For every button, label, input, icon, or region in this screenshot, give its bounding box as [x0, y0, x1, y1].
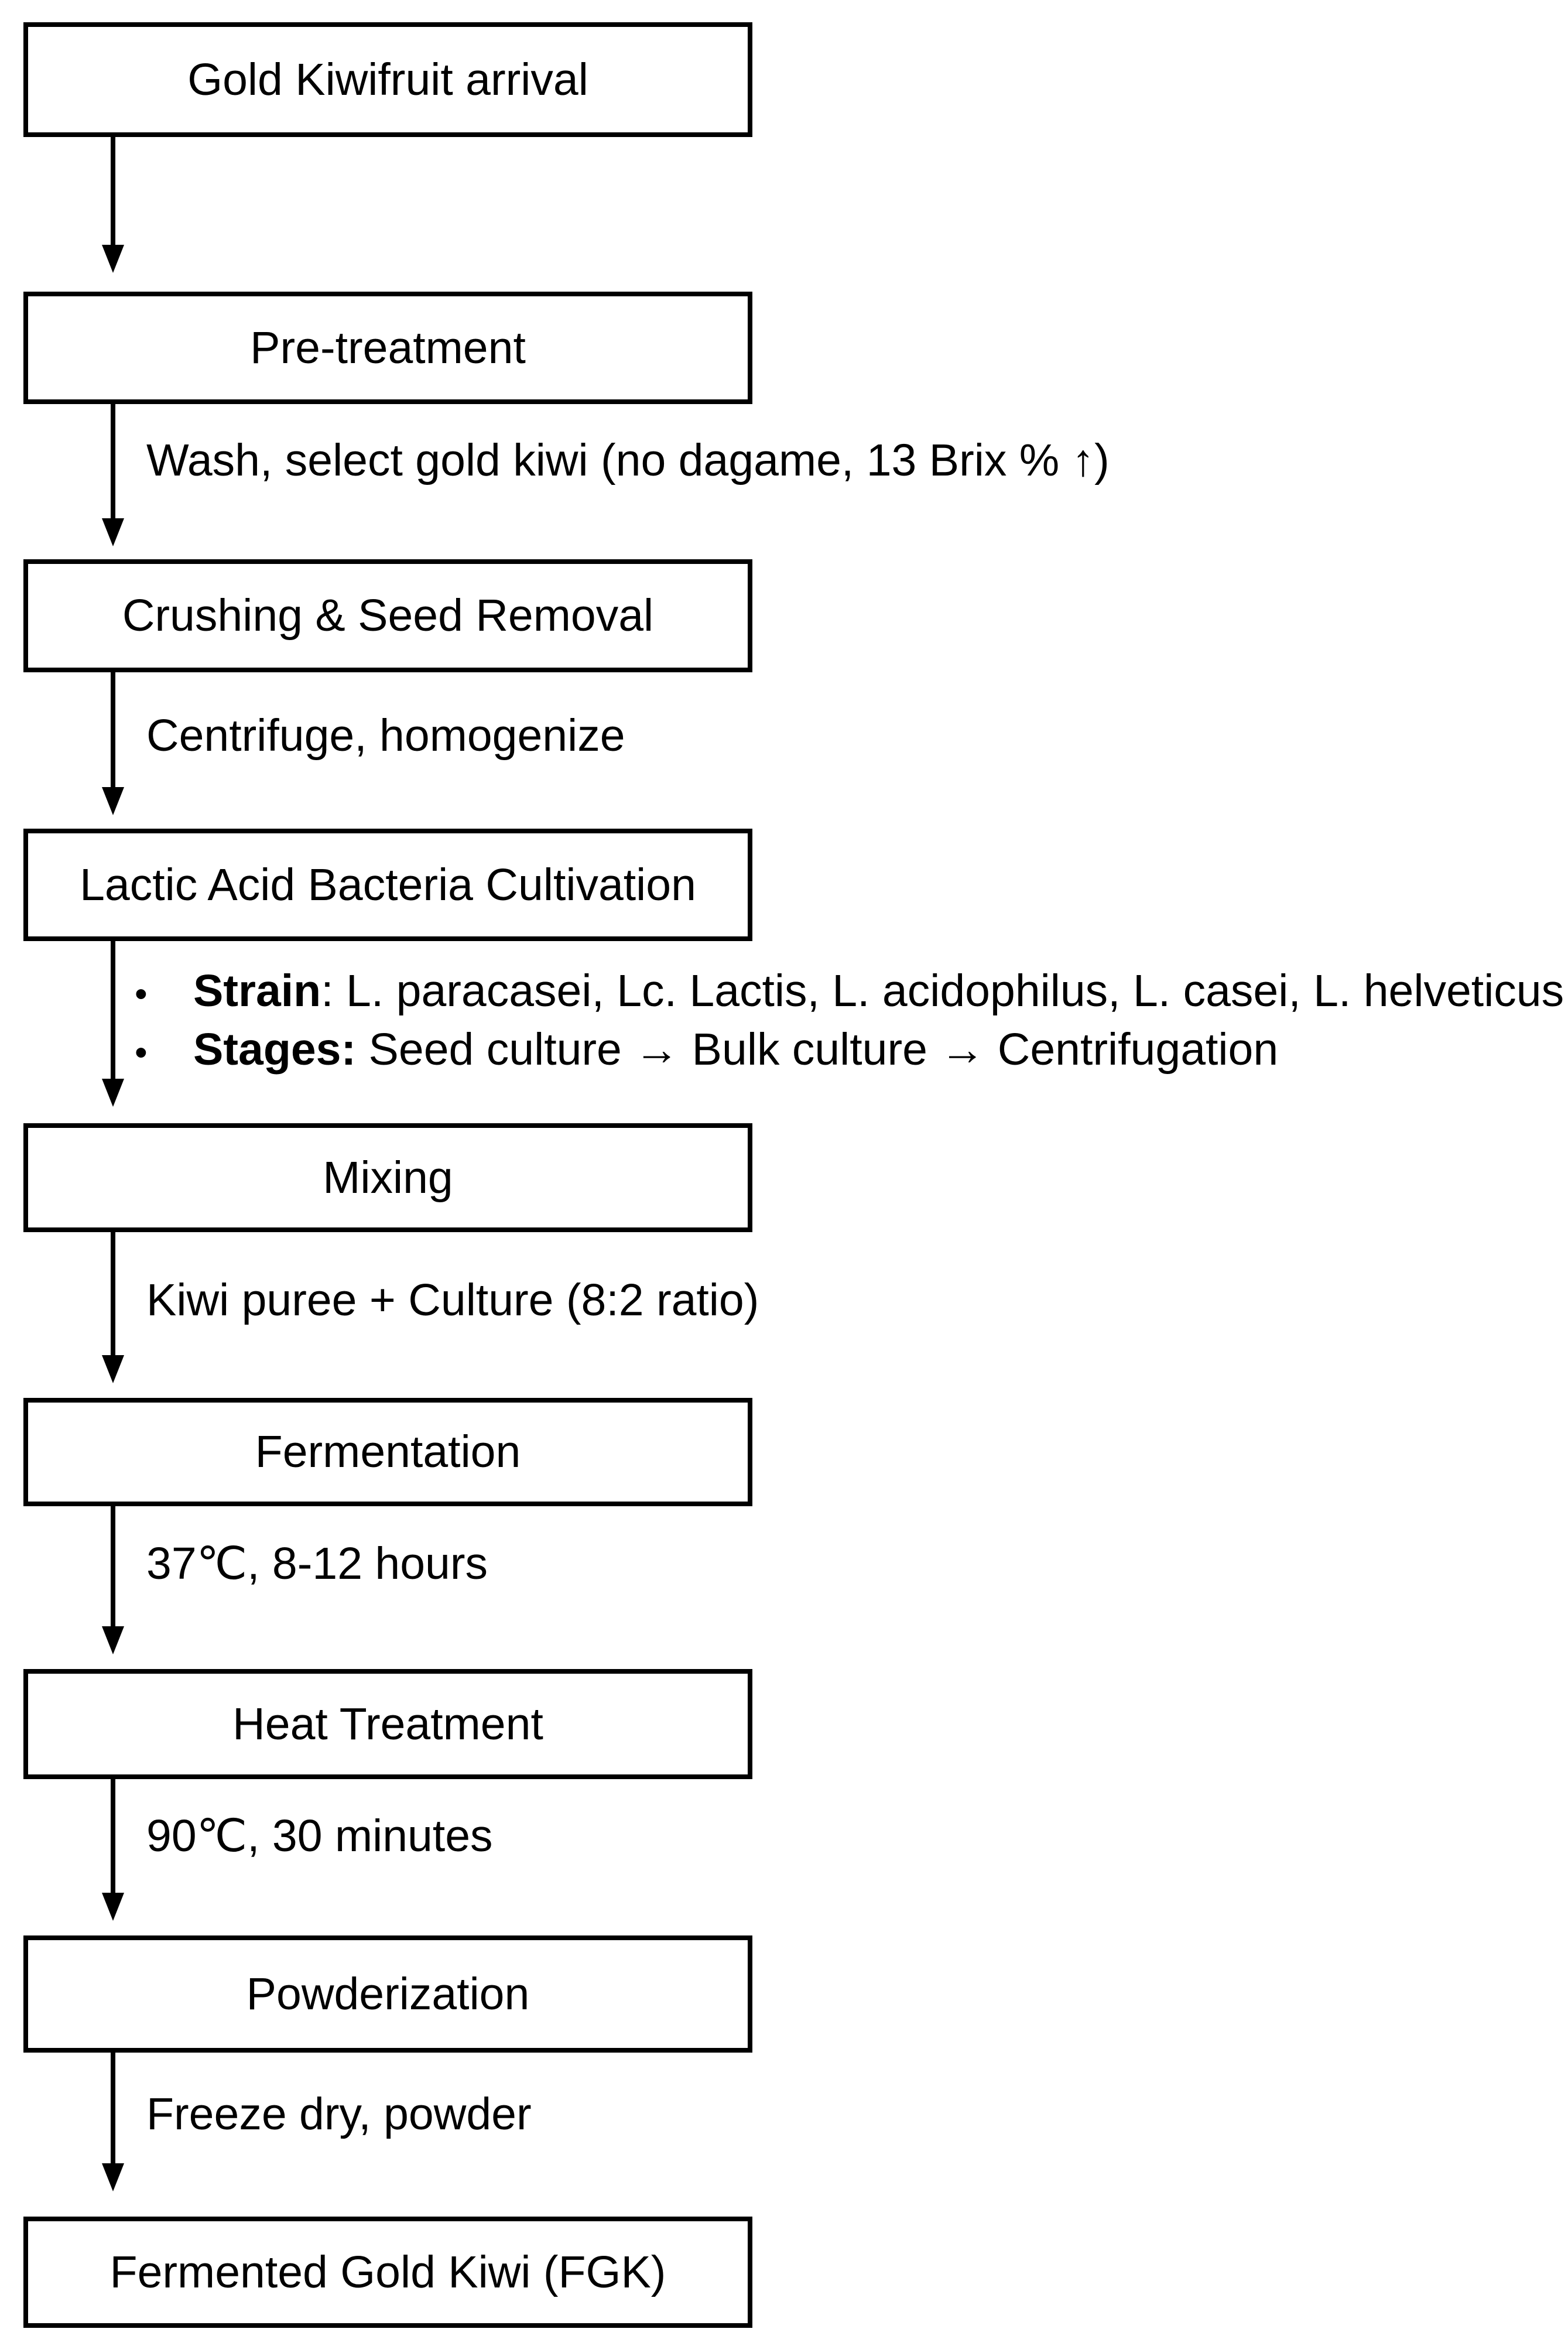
- bullet-strain: • Strain: L. paracasei, Lc. Lactis, L. a…: [135, 963, 1564, 1022]
- note-freeze-dry-powder: Freeze dry, powder: [146, 2089, 532, 2139]
- note-kiwi-puree-culture-ratio: Kiwi puree + Culture (8:2 ratio): [146, 1275, 759, 1325]
- box-label: Gold Kiwifruit arrival: [187, 54, 588, 105]
- box-gold-kiwifruit-arrival: Gold Kiwifruit arrival: [23, 22, 752, 137]
- arrow-shaft: [111, 137, 115, 249]
- cultivation-details: • Strain: L. paracasei, Lc. Lactis, L. a…: [135, 963, 1564, 1080]
- box-label: Mixing: [323, 1152, 453, 1203]
- bullet-dot: •: [135, 974, 148, 1014]
- bullet-rest: : L. paracasei, Lc. Lactis, L. acidophil…: [321, 966, 1564, 1016]
- note-centrifuge-homogenize: Centrifuge, homogenize: [146, 710, 625, 761]
- bullet-text: Stages: Seed culture → Bulk culture → Ce…: [193, 1022, 1278, 1077]
- box-pre-treatment: Pre-treatment: [23, 292, 752, 404]
- arrow-head-icon: [102, 1355, 124, 1383]
- arrow-shaft: [111, 1506, 115, 1631]
- box-crushing-seed-removal: Crushing & Seed Removal: [23, 559, 752, 672]
- box-powderization: Powderization: [23, 1935, 752, 2053]
- arrow-head-icon: [102, 2163, 124, 2191]
- box-label: Fermented Gold Kiwi (FGK): [109, 2246, 666, 2297]
- box-label: Lactic Acid Bacteria Cultivation: [80, 859, 696, 910]
- arrow-head-icon: [102, 1079, 124, 1107]
- arrow-head-icon: [102, 518, 124, 546]
- arrow-shaft: [111, 941, 115, 1083]
- box-fermentation: Fermentation: [23, 1398, 752, 1506]
- arrow-head-icon: [102, 1893, 124, 1921]
- box-label: Crushing & Seed Removal: [122, 590, 654, 641]
- arrow-head-icon: [102, 1626, 124, 1654]
- bullet-lead: Stages:: [193, 1024, 357, 1075]
- bullet-dot: •: [135, 1032, 148, 1073]
- box-mixing: Mixing: [23, 1123, 752, 1232]
- box-label: Fermentation: [255, 1427, 521, 1477]
- arrow-shaft: [111, 2053, 115, 2168]
- bullet-rest: Seed culture → Bulk culture → Centrifuga…: [356, 1024, 1279, 1075]
- box-label: Pre-treatment: [250, 322, 526, 373]
- box-heat-treatment: Heat Treatment: [23, 1669, 752, 1779]
- box-fermented-gold-kiwi: Fermented Gold Kiwi (FGK): [23, 2217, 752, 2328]
- note-wash-select: Wash, select gold kiwi (no dagame, 13 Br…: [146, 435, 1110, 485]
- arrow-shaft: [111, 1232, 115, 1360]
- arrow-shaft: [111, 1779, 115, 1897]
- bullet-lead: Strain: [193, 966, 321, 1016]
- arrow-head-icon: [102, 245, 124, 273]
- note-fermentation-conditions: 37℃, 8-12 hours: [146, 1538, 488, 1589]
- arrow-shaft: [111, 672, 115, 792]
- box-label: Heat Treatment: [232, 1698, 543, 1749]
- bullet-stages: • Stages: Seed culture → Bulk culture → …: [135, 1022, 1564, 1080]
- arrow-shaft: [111, 404, 115, 523]
- box-label: Powderization: [246, 1968, 530, 2019]
- bullet-text: Strain: L. paracasei, Lc. Lactis, L. aci…: [193, 963, 1564, 1018]
- box-lactic-acid-bacteria-cultivation: Lactic Acid Bacteria Cultivation: [23, 829, 752, 941]
- arrow-head-icon: [102, 787, 124, 815]
- note-heat-treatment-conditions: 90℃, 30 minutes: [146, 1811, 493, 1861]
